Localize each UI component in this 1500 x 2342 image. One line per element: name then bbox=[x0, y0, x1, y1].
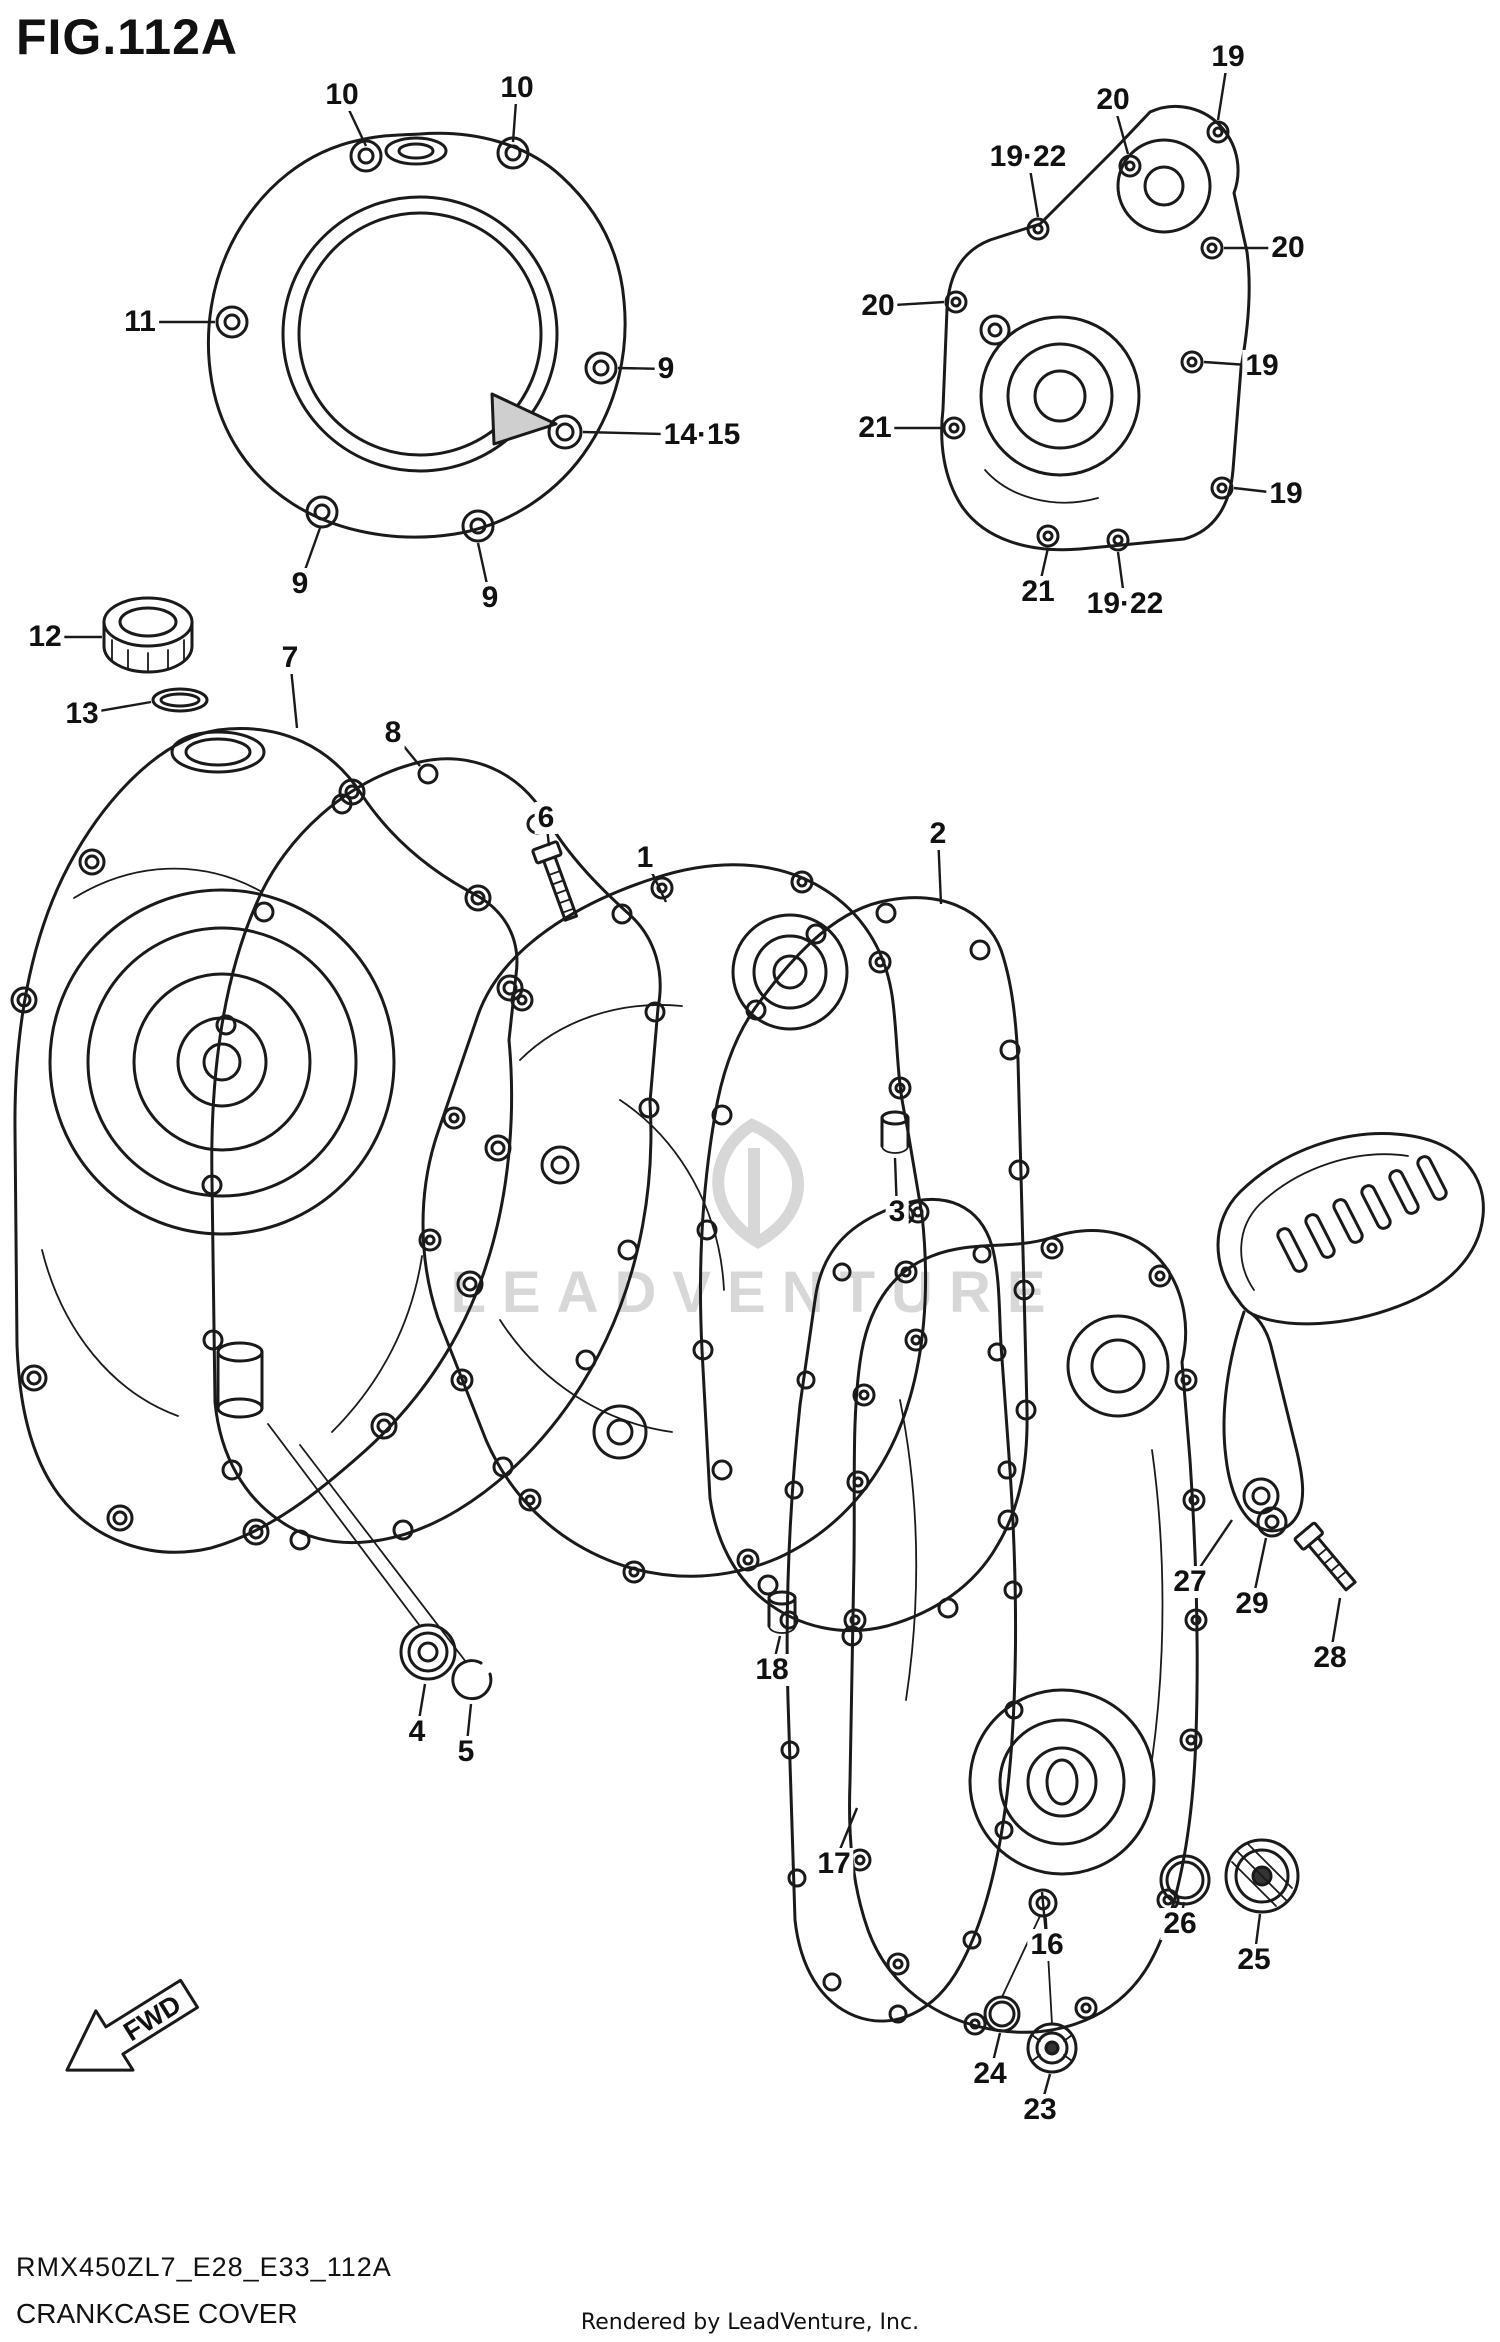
figure-code: RMX450ZL7_E28_E33_112A bbox=[16, 2252, 392, 2282]
callout-8[interactable]: 8 bbox=[381, 717, 405, 749]
callout-16[interactable]: 16 bbox=[1027, 1929, 1067, 1961]
cover-protector bbox=[1216, 1132, 1485, 1533]
figure-name: CRANKCASE COVER bbox=[16, 2298, 298, 2329]
callout-24[interactable]: 24 bbox=[970, 2058, 1010, 2090]
callout-14-15[interactable]: 14·15 bbox=[660, 419, 744, 451]
bolt-28 bbox=[1293, 1521, 1357, 1592]
plug-23 bbox=[1026, 2022, 1078, 2074]
circlip-5 bbox=[451, 1659, 493, 1701]
center-cover-gasket bbox=[692, 896, 1037, 1647]
callout-21[interactable]: 21 bbox=[855, 412, 895, 444]
oil-filler-cap bbox=[102, 596, 194, 674]
o-ring-24 bbox=[983, 1995, 1021, 2033]
o-ring-26 bbox=[1159, 1854, 1211, 1906]
callout-12[interactable]: 12 bbox=[25, 621, 65, 653]
callout-20[interactable]: 20 bbox=[858, 290, 898, 322]
watermark: LEADVENTURE bbox=[450, 1118, 1061, 1325]
callout-19[interactable]: 19 bbox=[1208, 41, 1248, 73]
callout-25[interactable]: 25 bbox=[1234, 1944, 1274, 1976]
callout-10[interactable]: 10 bbox=[322, 79, 362, 111]
callout-26[interactable]: 26 bbox=[1160, 1908, 1200, 1940]
callout-11[interactable]: 11 bbox=[121, 306, 159, 338]
washer-29 bbox=[1256, 1506, 1288, 1538]
callout-2[interactable]: 2 bbox=[926, 818, 950, 850]
clutch-cover-outer-view bbox=[206, 131, 627, 543]
callout-19[interactable]: 19 bbox=[1242, 350, 1282, 382]
watermark-leaf-icon bbox=[712, 1118, 804, 1249]
callout-7[interactable]: 7 bbox=[278, 642, 302, 674]
callout-10[interactable]: 10 bbox=[497, 72, 537, 104]
callout-18[interactable]: 18 bbox=[752, 1654, 792, 1686]
callout-20[interactable]: 20 bbox=[1268, 232, 1308, 264]
callout-28[interactable]: 28 bbox=[1310, 1642, 1350, 1674]
clutch-cover bbox=[10, 727, 524, 1554]
dowel-pin-18 bbox=[767, 1590, 797, 1634]
clutch-cover-gasket bbox=[201, 757, 666, 1551]
callout-29[interactable]: 29 bbox=[1232, 1588, 1272, 1620]
callout-20[interactable]: 20 bbox=[1093, 84, 1133, 116]
rendered-by: Rendered by LeadVenture, Inc. bbox=[580, 2310, 920, 2335]
watermark-text: LEADVENTURE bbox=[450, 1260, 1061, 1325]
callout-9[interactable]: 9 bbox=[654, 353, 678, 385]
callout-9[interactable]: 9 bbox=[478, 582, 502, 614]
callout-27[interactable]: 27 bbox=[1170, 1566, 1210, 1598]
callout-13[interactable]: 13 bbox=[62, 698, 102, 730]
callout-17[interactable]: 17 bbox=[814, 1848, 854, 1880]
callout-1[interactable]: 1 bbox=[633, 842, 657, 874]
callout-19-22[interactable]: 19·22 bbox=[1083, 588, 1167, 620]
callout-5[interactable]: 5 bbox=[454, 1736, 478, 1768]
figure-title: FIG.112A bbox=[16, 9, 238, 65]
callout-9[interactable]: 9 bbox=[288, 568, 312, 600]
callout-23[interactable]: 23 bbox=[1020, 2094, 1060, 2126]
dowel-pin-3 bbox=[880, 1110, 910, 1154]
fwd-arrow-shape bbox=[65, 1978, 200, 2072]
callout-6[interactable]: 6 bbox=[534, 802, 558, 834]
magneto-cover-outer-view bbox=[940, 104, 1251, 552]
callout-19-22[interactable]: 19·22 bbox=[986, 141, 1070, 173]
callout-4[interactable]: 4 bbox=[405, 1716, 429, 1748]
callout-3[interactable]: 3 bbox=[885, 1196, 909, 1228]
bolt-6 bbox=[531, 840, 579, 922]
callout-19[interactable]: 19 bbox=[1266, 478, 1306, 510]
o-ring-13 bbox=[151, 687, 209, 713]
callout-21[interactable]: 21 bbox=[1018, 576, 1058, 608]
magneto-cover bbox=[843, 1229, 1208, 2036]
plug-25 bbox=[1224, 1838, 1300, 1914]
oil-seal-4 bbox=[399, 1623, 457, 1681]
